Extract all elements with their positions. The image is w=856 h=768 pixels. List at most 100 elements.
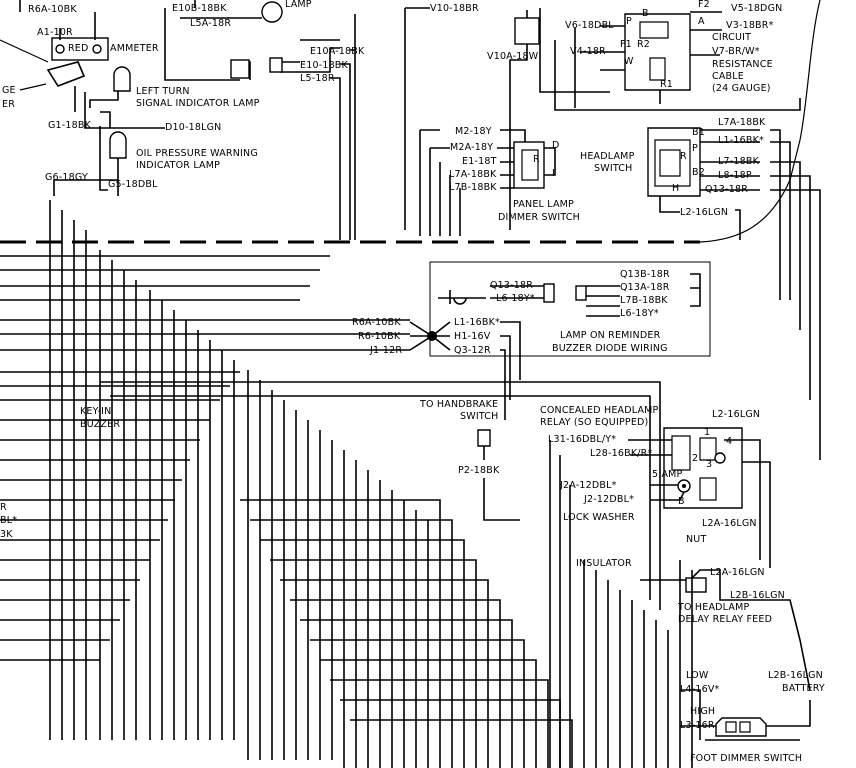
- label-key-in-1: KEY-IN: [80, 406, 112, 417]
- diode: [438, 290, 486, 305]
- gauge-connector: [46, 61, 86, 87]
- lamp-socket-top: [261, 1, 283, 23]
- label-j2a: J2A-12DBL*: [560, 480, 617, 491]
- label-g1-18bk: G1-18BK: [48, 120, 92, 131]
- label-er-fragment: ER: [2, 99, 16, 110]
- label-oil-2: INDICATOR LAMP: [136, 160, 221, 171]
- label-l6-18y-b: L6-18Y*: [620, 308, 659, 319]
- resistance-cable: [699, 0, 821, 243]
- label-g5-18dbl: G5-18DBL: [108, 179, 158, 190]
- label-q13-18r-b: Q13-18R: [490, 280, 534, 291]
- label-l3-16r: L3-16R: [680, 720, 715, 731]
- label-oil-1: OIL PRESSURE WARNING: [136, 148, 258, 159]
- label-headlamp-2: SWITCH: [594, 163, 633, 174]
- label-nut: NUT: [686, 534, 707, 545]
- label-relay-1: 1: [704, 427, 711, 438]
- label-l1-16bk-splice: L1-16BK*: [454, 317, 500, 328]
- label-relay-b: B: [678, 496, 685, 507]
- label-pd-i: I: [552, 168, 556, 179]
- label-left-fragment-3: 3K: [0, 529, 13, 540]
- label-ammeter: AMMETER: [110, 43, 159, 54]
- label-low: LOW: [686, 670, 709, 681]
- label-foot-dimmer: FOOT DIMMER SWITCH: [690, 753, 803, 764]
- label-hs-b1: B1: [692, 127, 705, 138]
- label-r6-10bk: R6-10BK: [358, 331, 401, 342]
- headlamp-switch-body: [647, 127, 701, 197]
- label-resistance: RESISTANCE: [712, 59, 773, 70]
- label-sw-f1: F1: [620, 39, 632, 50]
- label-j1-12r: J1-12R: [370, 345, 403, 356]
- label-panel-2: DIMMER SWITCH: [498, 212, 580, 223]
- label-relay-3: 3: [706, 459, 713, 470]
- label-lamp-on-1: LAMP ON REMINDER: [560, 330, 661, 341]
- label-sw-p: P: [626, 16, 632, 27]
- label-l2b-16lgn: L2B-16LGN: [730, 590, 785, 601]
- wiper-switch-body: [624, 13, 691, 91]
- label-cable: CABLE: [712, 71, 744, 82]
- label-m2-18y: M2-18Y: [455, 126, 492, 137]
- label-concealed-1: CONCEALED HEADLAMP: [540, 405, 659, 416]
- label-l7a-18bk-panel: L7A-18BK: [449, 169, 497, 180]
- label-lock-washer: LOCK WASHER: [563, 512, 635, 523]
- label-m2a-18y: M2A-18Y: [450, 142, 494, 153]
- label-a1-10r: A1-10R: [37, 27, 73, 38]
- foot-dimmer-switch: [715, 717, 767, 737]
- label-gauge-fragment: GE: [2, 85, 16, 96]
- label-l31: L31-16DBL/Y*: [548, 434, 617, 445]
- label-lamp-top: LAMP: [285, 0, 312, 10]
- label-l4-16v: L4-16V*: [680, 684, 720, 695]
- oil-lamp: [109, 131, 127, 159]
- ammeter-block: [51, 37, 109, 61]
- label-l2a-16lgn: L2A-16LGN: [702, 518, 757, 529]
- label-g6-18gy: G6-18GY: [45, 172, 89, 183]
- label-sw-a: A: [698, 16, 705, 27]
- label-l8-18p: L8-18P: [718, 170, 752, 181]
- label-hs-b2: B2: [692, 167, 705, 178]
- label-headlamp-1: HEADLAMP: [580, 151, 635, 162]
- label-relay-2: 2: [692, 453, 699, 464]
- label-l7b-18bk-panel: L7B-18BK: [449, 182, 497, 193]
- label-l5-18r: L5-18R: [300, 73, 335, 84]
- label-l7b-18bk-b: L7B-18BK: [620, 295, 668, 306]
- label-q13a-18r: Q13A-18R: [620, 282, 670, 293]
- label-l2-16lgn-relay: L2-16LGN: [712, 409, 761, 420]
- label-q13-18r-hs: Q13-18R: [705, 184, 749, 195]
- label-sw-w: W: [624, 56, 634, 67]
- label-hs-p: P: [692, 143, 698, 154]
- label-high: HIGH: [690, 706, 716, 717]
- panel-dimmer-switch: [513, 141, 545, 189]
- label-sw-f2: F2: [698, 0, 710, 10]
- label-battery: BATTERY: [782, 683, 825, 694]
- label-r6a-10bk: R6A-10BK: [28, 4, 77, 15]
- label-j2: J2-12DBL*: [584, 494, 635, 505]
- label-concealed-2: RELAY (SO EQUIPPED): [540, 417, 649, 428]
- label-q3-12r: Q3-12R: [454, 345, 491, 356]
- label-v4-18r: V4-18R: [570, 46, 606, 57]
- label-left-turn-2: SIGNAL INDICATOR LAMP: [136, 98, 260, 109]
- label-to-headlamp-2: DELAY RELAY FEED: [678, 614, 773, 625]
- label-l2-16lgn-hs: L2-16LGN: [680, 207, 729, 218]
- label-l2b-16lgn-2: L2B-16LGN: [768, 670, 823, 681]
- label-v3-18br: V3-18BR*: [726, 20, 774, 31]
- label-v6-18dbl: V6-18DBL: [565, 20, 614, 31]
- label-r6a-10bk-splice: R6A-10BK: [352, 317, 401, 328]
- label-sw-b: B: [642, 8, 649, 19]
- label-key-in-2: BUZZER: [80, 419, 121, 430]
- label-sw-r1: R1: [660, 79, 674, 90]
- label-v5-18dgn: V5-18DGN: [731, 3, 783, 14]
- label-left-fragment-1: R: [0, 502, 7, 513]
- label-p2-18bk: P2-18BK: [458, 465, 500, 476]
- label-e10b-18bk: E10B-18BK: [172, 3, 227, 14]
- label-red: RED: [68, 43, 89, 54]
- label-pd-r: R: [533, 154, 540, 165]
- label-l2a-16lgn-2: L2A-16LGN: [710, 567, 765, 578]
- label-h1-16v: H1-16V: [454, 331, 491, 342]
- label-to-headlamp-1: TO HEADLAMP: [678, 602, 750, 613]
- label-handbrake-2: SWITCH: [460, 411, 499, 422]
- label-circuit: CIRCUIT: [712, 32, 752, 43]
- label-relay-4: 4: [726, 436, 733, 447]
- v10a-connector: [514, 17, 540, 45]
- label-v10a-18w: V10A-18W: [487, 51, 539, 62]
